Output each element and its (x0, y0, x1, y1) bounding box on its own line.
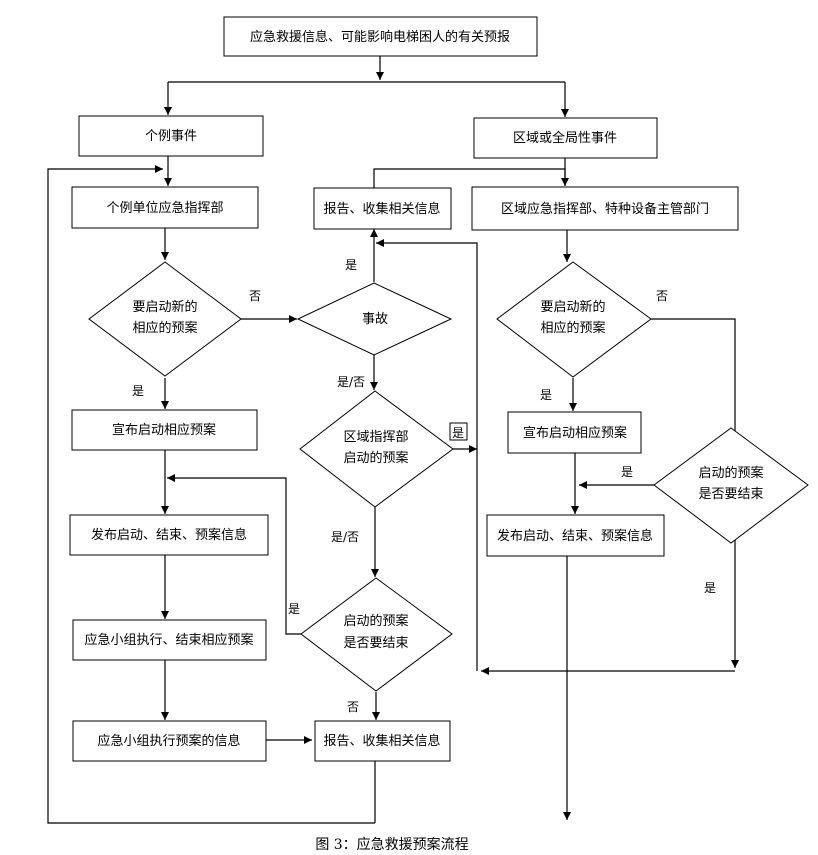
diamond-end-right-line1: 启动的预案 (698, 465, 763, 481)
label-box-yes-region (449, 422, 468, 441)
node-team-exec-label: 应急小组执行、结束相应预案 (84, 632, 253, 648)
diamond-end-right (653, 427, 809, 544)
edge-labels: 否 是 是/否 否 是 是 是 是 是/否 是 是 否 (132, 258, 716, 714)
diamond-end-right-line2: 是否要结束 (698, 487, 763, 502)
node-report-top-label: 报告、收集相关信息 (323, 201, 440, 217)
diamond-accident-label: 事故 (362, 312, 388, 327)
node-region-command (471, 186, 739, 231)
diamond-new-plan-left (88, 261, 242, 377)
diamond-new-plan-right-line1: 要启动新的 (540, 299, 605, 315)
node-publish-right (486, 514, 665, 557)
diamond-new-plan-right (496, 261, 652, 378)
node-unit-command (71, 186, 259, 229)
node-region-command-label: 区域应急指挥部、特种设备主管部门 (501, 201, 709, 217)
diamond-region-started (299, 390, 454, 508)
label-yes-end-right-down: 是 (704, 581, 716, 595)
node-regional-event (473, 117, 658, 159)
diamond-new-plan-right-line2: 相应的预案 (540, 320, 605, 336)
diamond-new-plan-left-line2: 相应的预案 (132, 320, 197, 336)
node-top-label: 应急救援信息、可能影响电梯困人的有关预报 (250, 29, 510, 45)
diamond-end-mid-line1: 启动的预案 (343, 613, 408, 629)
label-yes-end-mid: 是 (288, 602, 300, 616)
label-yes-left-diamond: 是 (132, 384, 144, 398)
node-unit-command-label: 个例单位应急指挥部 (106, 200, 223, 216)
diamond-new-plan-left-line1: 要启动新的 (132, 299, 197, 315)
node-report-top (313, 187, 452, 230)
edge-right-feedback (376, 239, 478, 671)
nodes: 应急救援信息、可能影响电梯困人的有关预报 个例事件 区域或全局性事件 个例单位应… (69, 16, 809, 762)
node-regional-event-label: 区域或全局性事件 (513, 130, 617, 146)
label-yes-right-diamond: 是 (540, 388, 552, 402)
node-publish-left-label: 发布启动、结束、预案信息 (91, 527, 247, 543)
node-single-event-label: 个例事件 (145, 129, 197, 144)
figure-caption: 图 3：应急救援预案流程 (315, 836, 468, 853)
label-no-right-diamond: 否 (656, 289, 668, 303)
label-yes-end-right: 是 (621, 465, 633, 479)
edge-rdiamond-no (651, 318, 739, 668)
edges (47, 56, 739, 824)
diamond-end-mid (300, 577, 453, 692)
node-team-info (72, 720, 267, 762)
edge-endmid-yes-to-loop (167, 474, 301, 635)
label-no-end-mid: 否 (347, 700, 359, 714)
node-publish-right-label: 发布启动、结束、预案信息 (497, 528, 653, 544)
diamond-accident (296, 282, 453, 356)
node-team-info-label: 应急小组执行预案的信息 (97, 733, 240, 749)
node-team-exec (72, 619, 267, 661)
diamond-region-started-line2: 启动的预案 (343, 450, 408, 466)
node-announce-right-label: 宣布启动相应预案 (523, 425, 627, 441)
diamond-end-mid-line2: 是否要结束 (343, 636, 408, 651)
node-report-bottom-label: 报告、收集相关信息 (323, 733, 440, 749)
node-top (223, 16, 538, 57)
node-report-bottom (314, 720, 451, 762)
label-yesno-region: 是/否 (331, 530, 359, 544)
diamond-region-started-line1: 区域指挥部 (343, 430, 408, 445)
edge-report-to-regioncmd (373, 168, 569, 188)
edge-bottom-loop (47, 165, 375, 824)
label-yesno-accident: 是/否 (337, 375, 365, 389)
node-publish-left (69, 514, 269, 556)
node-announce-left-label: 宣布启动相应预案 (112, 422, 216, 438)
label-yes-region-diamond: 是 (452, 426, 464, 440)
node-announce-right (507, 411, 642, 454)
node-announce-left (71, 409, 258, 451)
node-single-event (78, 115, 264, 157)
label-yes-accident: 是 (345, 258, 357, 272)
label-no-left-diamond: 否 (249, 289, 261, 303)
